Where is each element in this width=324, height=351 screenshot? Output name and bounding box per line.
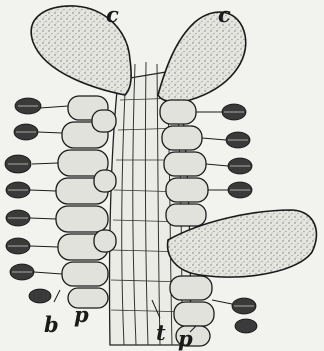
label-p-left: p (74, 302, 89, 327)
label-c-left: c (106, 2, 119, 27)
pericentral-cells-left (56, 96, 116, 308)
label-p-right: p (178, 326, 193, 351)
label-c-right: c (218, 2, 231, 27)
label-b: b (44, 312, 59, 337)
club-cell-right (158, 12, 246, 102)
label-t: t (156, 320, 166, 345)
